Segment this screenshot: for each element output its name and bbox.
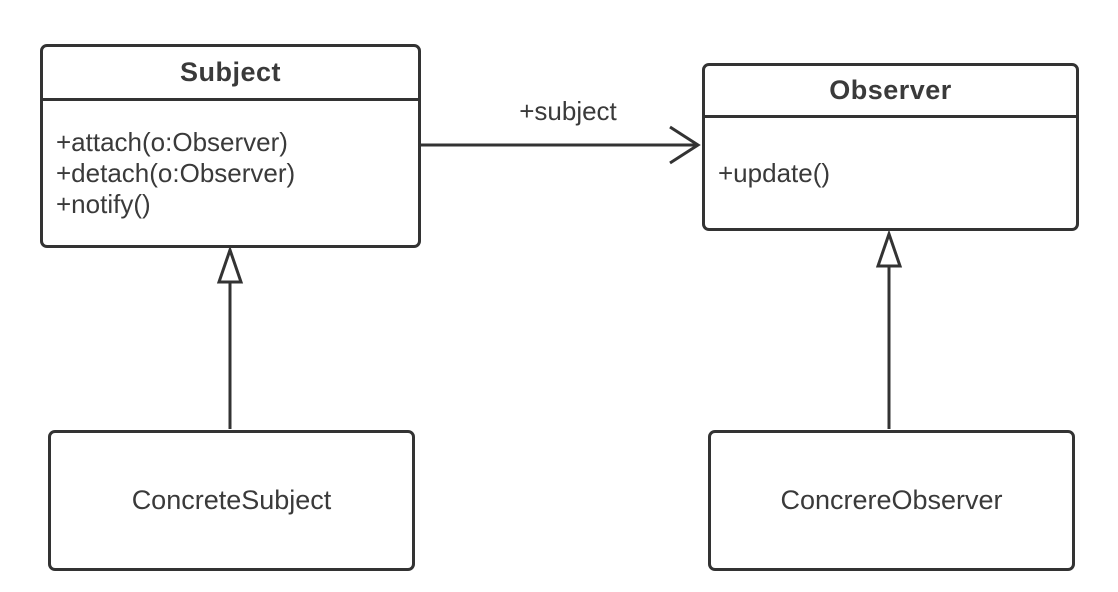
generalization-arrow-concrereobserver-observer — [875, 229, 903, 429]
association-label-subject: +subject — [519, 96, 617, 126]
class-box-observer: Observer +update() — [702, 63, 1079, 231]
class-name-observer: Observer — [705, 66, 1076, 118]
class-methods-observer: +update() — [705, 118, 1076, 228]
method-detach: +detach(o:Observer) — [56, 157, 296, 188]
class-box-concrete-subject: ConcreteSubject — [48, 430, 415, 571]
class-name-concrete-subject: ConcreteSubject — [131, 485, 332, 515]
association-arrow-subject-observer — [421, 125, 701, 165]
class-box-concrere-observer: ConcrereObserver — [708, 430, 1075, 571]
method-notify: +notify() — [56, 188, 151, 219]
method-update: +update() — [718, 157, 831, 188]
class-name-subject: Subject — [43, 47, 418, 101]
method-attach: +attach(o:Observer) — [56, 126, 288, 157]
class-name-concrere-observer: ConcrereObserver — [780, 485, 1003, 515]
generalization-arrow-concretesubject-subject — [216, 245, 244, 429]
class-methods-subject: +attach(o:Observer) +detach(o:Observer) … — [43, 101, 418, 245]
class-box-subject: Subject +attach(o:Observer) +detach(o:Ob… — [40, 44, 421, 248]
